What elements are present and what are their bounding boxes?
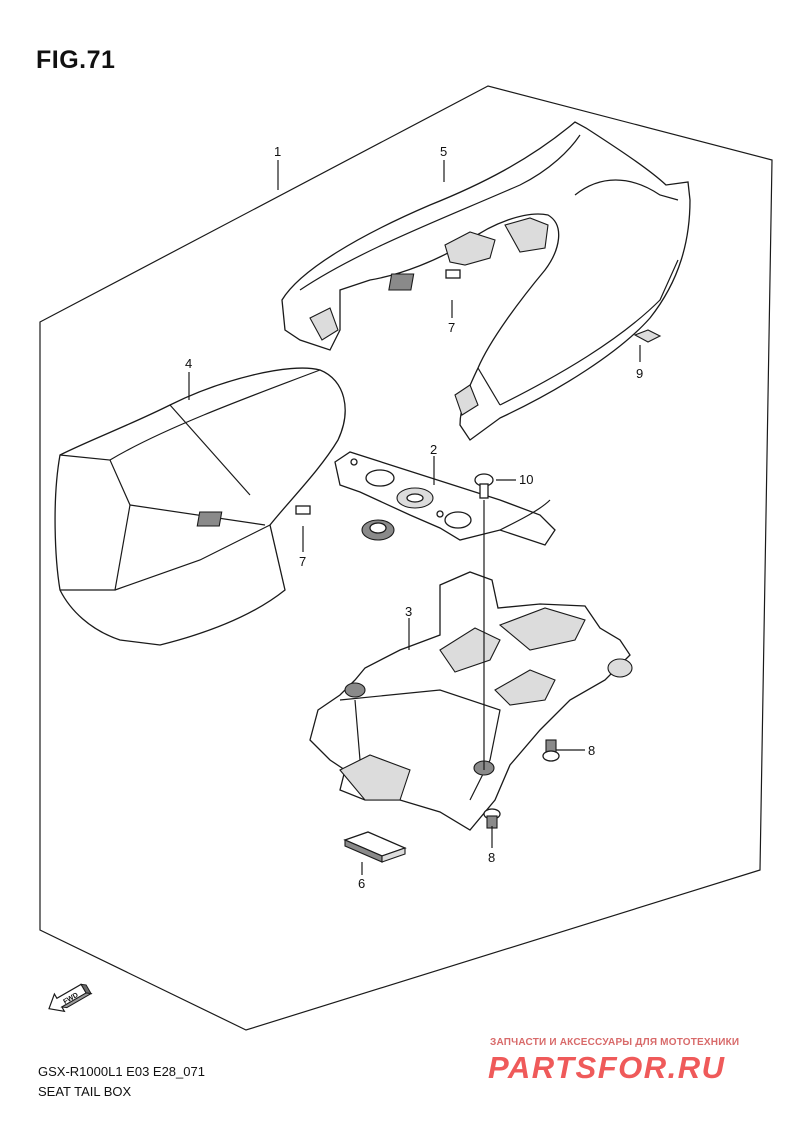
watermark-subtitle: ЗАПЧАСТИ И АКСЕССУАРЫ ДЛЯ МОТОТЕХНИКИ [490, 1037, 740, 1048]
part-2-plate-bracket[interactable] [334, 451, 556, 546]
callout-4: 4 [185, 356, 192, 371]
part-6-pad[interactable] [343, 831, 407, 863]
part-3-support-frame[interactable] [309, 571, 633, 831]
footer-part-name: SEAT TAIL BOX [38, 1084, 132, 1099]
part-8-bolt-right[interactable] [542, 739, 560, 762]
callout-2: 2 [430, 442, 437, 457]
callout-8-lower: 8 [488, 850, 495, 865]
callout-9: 9 [636, 366, 643, 381]
callout-8-right: 8 [588, 743, 595, 758]
callout-1: 1 [274, 144, 281, 159]
part-5-tail-cover[interactable] [281, 121, 691, 441]
leader-lines [188, 160, 641, 875]
watermark-logo[interactable]: PARTSFOR.RU [488, 1050, 726, 1085]
part-8-bolt-lower[interactable] [483, 808, 501, 829]
part-10-screw[interactable] [474, 473, 494, 499]
figure-title: FIG.71 [36, 46, 116, 74]
callout-6: 6 [358, 876, 365, 891]
fwd-arrow-icon: FWD [48, 983, 93, 1013]
callout-7-lower: 7 [299, 554, 306, 569]
footer-model-code: GSX-R1000L1 E03 E28_071 [38, 1064, 205, 1079]
part-9-pad[interactable] [633, 329, 662, 343]
part-7-clip-lower[interactable] [196, 505, 311, 527]
callout-7-upper: 7 [448, 320, 455, 335]
callout-3: 3 [405, 604, 412, 619]
grommet[interactable] [361, 519, 395, 541]
callout-5: 5 [440, 144, 447, 159]
part-7-clip-upper[interactable] [388, 269, 461, 291]
callout-10: 10 [519, 472, 533, 487]
part-4-seat-cowl[interactable] [54, 367, 346, 646]
assembly-outline-frame [39, 85, 773, 1031]
